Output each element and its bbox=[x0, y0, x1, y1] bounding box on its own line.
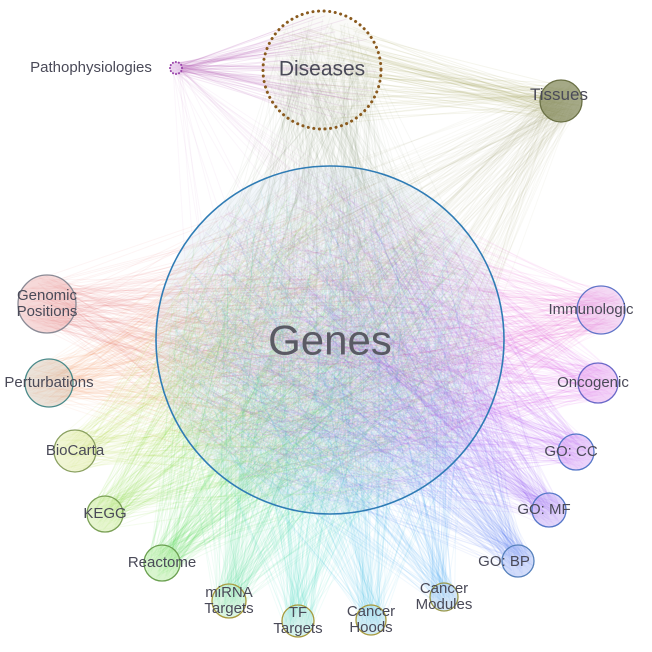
node-perturbations[interactable] bbox=[24, 358, 74, 408]
node-go-bp[interactable] bbox=[501, 544, 535, 578]
node-biocarta[interactable] bbox=[53, 429, 97, 473]
node-go-mf[interactable] bbox=[531, 492, 567, 528]
node-go-cc[interactable] bbox=[557, 433, 595, 471]
node-cancer-modules[interactable] bbox=[429, 582, 459, 612]
nodes-layer bbox=[17, 9, 626, 638]
node-tf-targets[interactable] bbox=[281, 604, 315, 638]
node-pathophysiologies[interactable] bbox=[169, 61, 183, 75]
node-mirna-targets[interactable] bbox=[211, 583, 247, 619]
node-genes[interactable] bbox=[155, 165, 505, 515]
edge-bundles bbox=[19, 15, 623, 634]
node-tissues[interactable] bbox=[539, 79, 583, 123]
node-genomic-positions[interactable] bbox=[17, 274, 77, 334]
node-reactome[interactable] bbox=[143, 544, 181, 582]
node-kegg[interactable] bbox=[86, 495, 124, 533]
node-diseases[interactable] bbox=[261, 9, 383, 131]
node-cancer-hoods[interactable] bbox=[355, 604, 387, 636]
node-immunologic[interactable] bbox=[576, 285, 626, 335]
node-oncogenic[interactable] bbox=[577, 362, 619, 404]
